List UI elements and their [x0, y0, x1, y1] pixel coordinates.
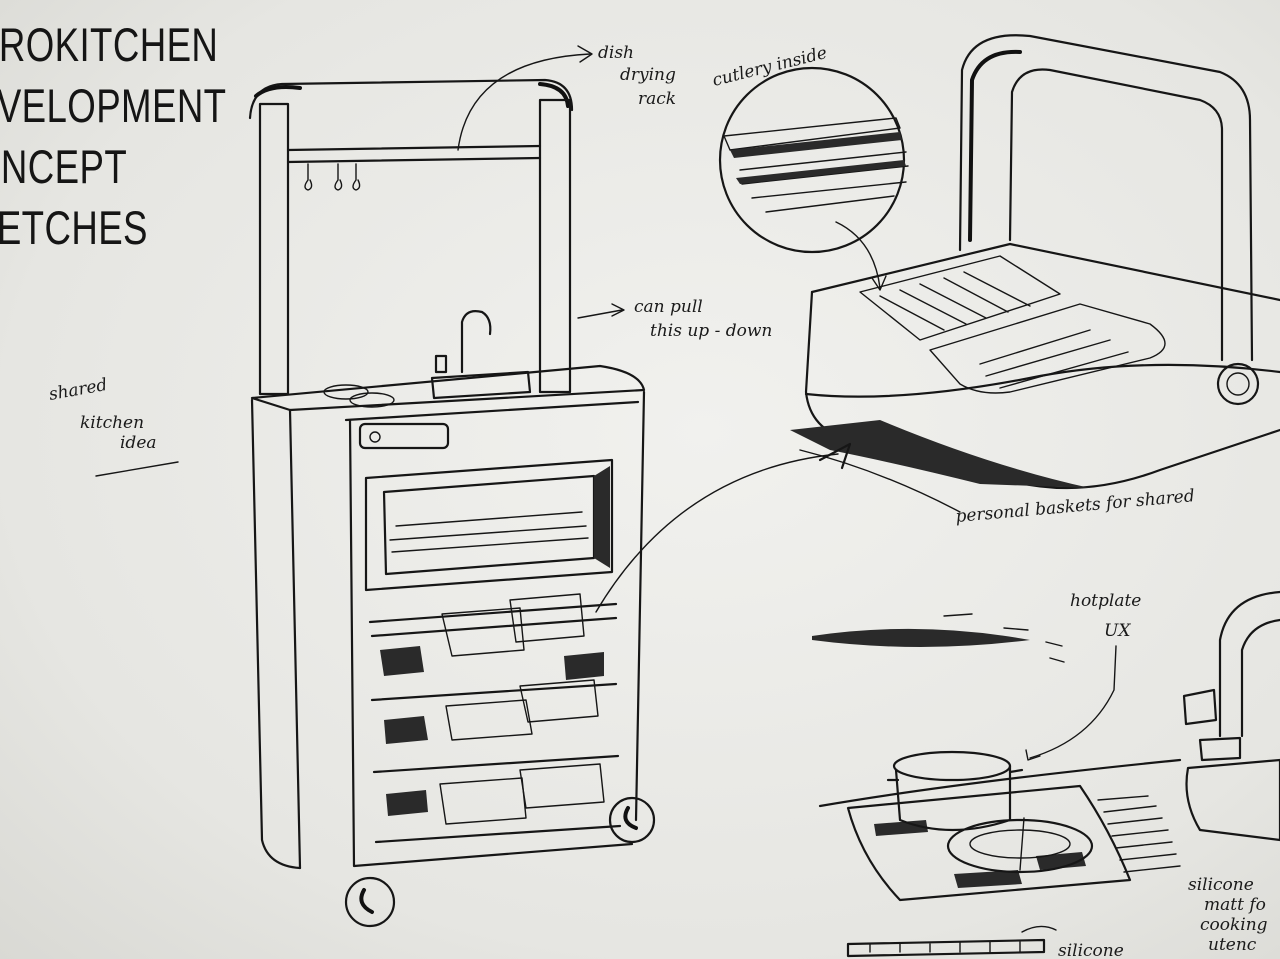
note-ux: UX	[1104, 621, 1131, 641]
kitchen-cart-sketch	[248, 78, 656, 928]
note-silicone-matt-2: matt fo	[1204, 895, 1266, 915]
note-shared-2: kitchen	[80, 413, 144, 433]
basket-sketch	[718, 34, 1280, 513]
title-line-4: KETCHES	[0, 201, 148, 254]
note-shared-3: idea	[120, 433, 157, 453]
note-dish-drying-2: drying	[620, 65, 676, 85]
note-hotplate: hotplate	[1070, 591, 1141, 611]
note-silicone-matt-4: utenc	[1208, 935, 1257, 955]
title-line-3: ONCEPT	[0, 140, 128, 193]
hotplate-sketch	[812, 590, 1280, 958]
handwritten-notes: dish drying rack cutlery inside can pull…	[47, 43, 1267, 959]
note-pull-2: this up - down	[650, 321, 772, 341]
note-baskets: personal baskets for shared	[955, 486, 1196, 527]
note-shared-1: shared	[47, 375, 109, 405]
title-line-1: CROKITCHEN	[0, 18, 219, 71]
note-dish-drying-3: rack	[638, 89, 676, 109]
note-dish-drying-1: dish	[598, 43, 634, 63]
note-pull-1: can pull	[634, 297, 703, 317]
note-silicone: silicone	[1058, 941, 1124, 959]
note-silicone-matt-3: cooking	[1200, 915, 1268, 935]
annotation-arrows	[95, 45, 839, 613]
note-silicone-matt-1: silicone	[1188, 875, 1254, 895]
title-line-2: EVELOPMENT	[0, 79, 227, 132]
page-title: CROKITCHEN EVELOPMENT ONCEPT KETCHES	[0, 14, 226, 258]
